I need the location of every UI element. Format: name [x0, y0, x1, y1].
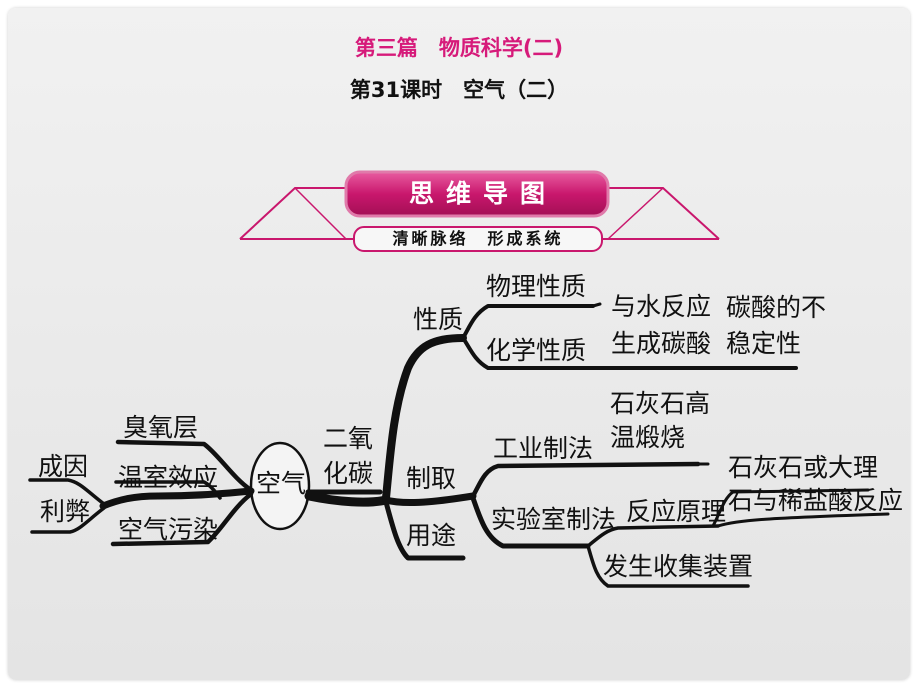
node-limestone-line1: 石灰石高: [610, 389, 711, 418]
node-pros-cons: 利弊: [40, 497, 91, 526]
section-title: 第三篇 物质科学(二): [354, 36, 564, 60]
node-pollution: 空气污染: [118, 515, 219, 544]
node-materials-line2: 石与稀盐酸反应: [728, 486, 904, 515]
node-greenhouse: 温室效应: [118, 463, 219, 492]
node-apparatus: 发生收集装置: [603, 552, 754, 581]
mindmap-drawing: [28, 170, 890, 588]
node-preparation: 制取: [406, 464, 457, 493]
node-carbonic-line1: 碳酸的不: [726, 293, 827, 322]
mindmap-branches: [28, 302, 890, 588]
node-physical: 物理性质: [486, 272, 587, 301]
banner-main-label: 思维导图: [408, 179, 557, 208]
node-causes: 成因: [38, 452, 89, 481]
banner-sub-shape: [353, 226, 603, 252]
node-co2-line2: 化碳: [323, 459, 374, 488]
node-uses: 用途: [406, 521, 457, 550]
node-laboratory: 实验室制法: [491, 505, 617, 534]
center-node-shape: [249, 441, 311, 531]
node-principle: 反应原理: [626, 497, 727, 526]
banner-decoration: [239, 170, 720, 252]
node-forms-carbonic: 生成碳酸: [611, 329, 712, 358]
node-properties: 性质: [413, 305, 464, 334]
slide: 第三篇 物质科学(二) 第31课时 空气（二）: [8, 8, 910, 680]
banner-main-shape: [344, 170, 610, 218]
node-limestone-line2: 温煅烧: [610, 423, 686, 452]
lesson-title: 第31课时 空气（二）: [349, 78, 569, 102]
center-node-label: 空气: [256, 469, 307, 498]
node-carbonic-line2: 稳定性: [726, 329, 802, 358]
node-industrial: 工业制法: [493, 434, 594, 463]
node-co2-line1: 二氧: [323, 424, 374, 453]
node-materials-line1: 石灰石或大理: [728, 453, 879, 482]
node-chemical: 化学性质: [486, 336, 587, 365]
banner-sub-label: 清晰脉络 形成系统: [392, 229, 564, 248]
node-ozone: 臭氧层: [123, 413, 199, 442]
node-water-reaction: 与水反应: [611, 292, 712, 321]
